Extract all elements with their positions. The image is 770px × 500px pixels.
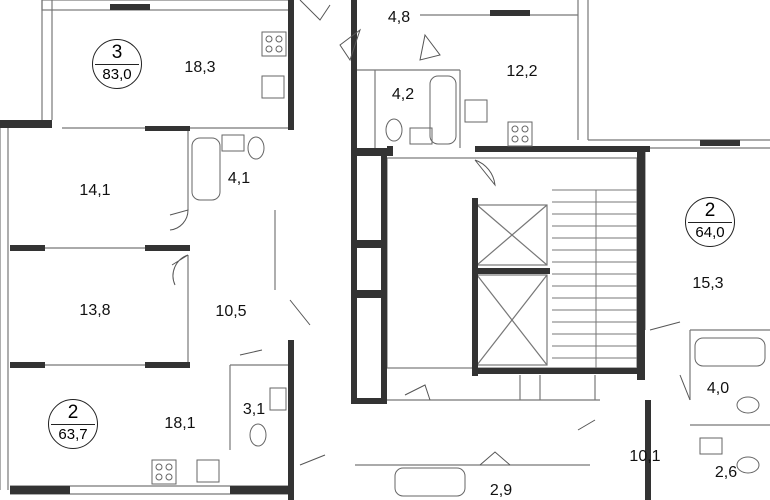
room-area-label: 4,2 <box>391 86 415 103</box>
room-area-label: 10,5 <box>215 303 247 320</box>
room-area-label: 2,6 <box>714 464 738 481</box>
room-area-label: 4,8 <box>387 9 411 26</box>
room-area-label: 2,9 <box>489 482 513 499</box>
room-area-label: 12,2 <box>506 63 538 80</box>
apartment-rooms: 3 <box>111 42 123 63</box>
room-area-label: 18,1 <box>164 415 196 432</box>
room-area-label: 13,8 <box>79 302 111 319</box>
room-area-label: 10,1 <box>629 448 661 465</box>
apartment-rooms: 2 <box>67 402 79 423</box>
room-area-label: 18,3 <box>184 59 216 76</box>
apartment-badge: 2 63,7 <box>48 399 98 449</box>
room-area-label: 4,0 <box>706 380 730 397</box>
room-area-label: 4,1 <box>227 170 251 187</box>
room-area-label: 3,1 <box>242 401 266 418</box>
apartment-area: 63,7 <box>58 426 88 443</box>
facade-top-left <box>41 0 291 11</box>
room-area-label: 15,3 <box>692 275 724 292</box>
apartment-badge: 2 64,0 <box>685 197 735 247</box>
apartment-badge: 3 83,0 <box>92 39 142 89</box>
apartment-area: 83,0 <box>102 66 132 83</box>
room-area-label: 14,1 <box>79 182 111 199</box>
apartment-rooms: 2 <box>704 200 716 221</box>
apartment-area: 64,0 <box>695 224 725 241</box>
